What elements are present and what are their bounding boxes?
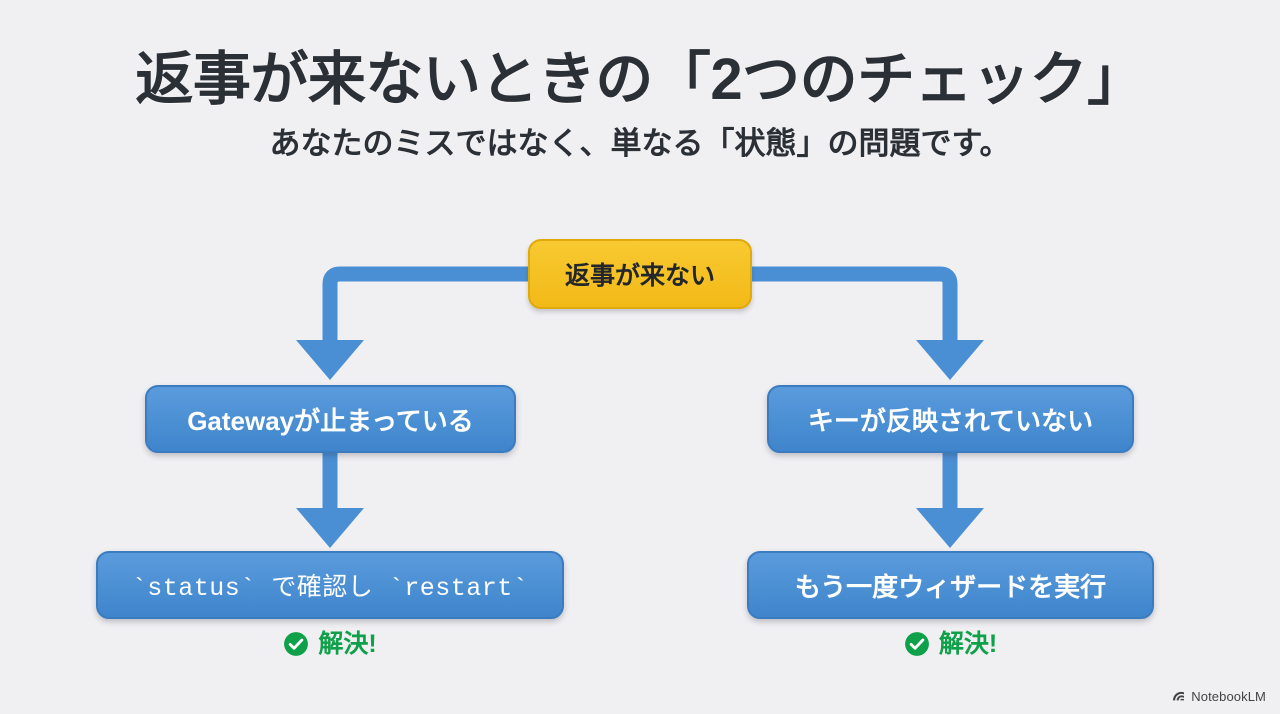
flow-node-action-left[interactable]: `status` で確認し `restart` bbox=[96, 551, 564, 619]
notebooklm-logo-icon bbox=[1173, 691, 1185, 701]
flow-node-action-right-label: もう一度ウィザードを実行 bbox=[794, 571, 1107, 602]
check-circle-icon bbox=[284, 632, 309, 656]
flowchart-connectors bbox=[296, 266, 984, 548]
flow-node-action-right[interactable]: もう一度ウィザードを実行 bbox=[747, 551, 1154, 619]
flow-node-root[interactable]: 返事が来ない bbox=[528, 239, 752, 309]
connector-root-to-right-cause bbox=[752, 266, 984, 380]
check-circle-icon bbox=[904, 632, 929, 656]
flow-node-cause-right-label: キーが反映されていない bbox=[807, 405, 1094, 436]
resolved-label-left: 解決! bbox=[318, 629, 377, 658]
resolved-label-right: 解決! bbox=[938, 629, 998, 658]
resolved-badge-right: 解決! bbox=[747, 631, 1154, 657]
notebooklm-watermark-label: NotebookLM bbox=[1191, 689, 1266, 704]
flow-node-cause-right[interactable]: キーが反映されていない bbox=[767, 385, 1134, 453]
flow-node-action-left-label: `status` で確認し `restart` bbox=[131, 574, 529, 603]
notebooklm-watermark: NotebookLM bbox=[1171, 689, 1266, 704]
connector-left-cause-to-action bbox=[296, 453, 364, 548]
flow-node-root-label: 返事が来ない bbox=[564, 262, 715, 290]
flow-node-cause-left[interactable]: Gatewayが止まっている bbox=[145, 385, 516, 453]
slide-header: 返事が来ないときの「2つのチェック」 あなたのミスではなく、単なる「状態」の問題… bbox=[0, 0, 1280, 162]
flow-node-cause-left-label: Gatewayが止まっている bbox=[187, 405, 474, 436]
connector-root-to-left-cause bbox=[296, 266, 528, 380]
page-subtitle: あなたのミスではなく、単なる「状態」の問題です。 bbox=[269, 125, 1011, 161]
resolved-badge-left: 解決! bbox=[96, 631, 564, 657]
connector-right-cause-to-action bbox=[916, 453, 984, 548]
flowchart: 返事が来ない Gatewayが止まっている キーが反映されていない `statu… bbox=[0, 220, 1280, 680]
page-title: 返事が来ないときの「2つのチェック」 bbox=[135, 47, 1145, 112]
